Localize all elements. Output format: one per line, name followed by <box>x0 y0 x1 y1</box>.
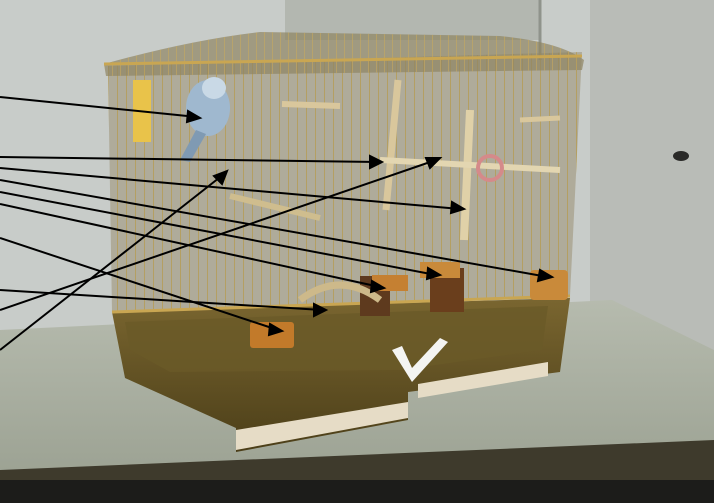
drawer-left <box>236 402 408 450</box>
arrowhead-feeder-upper <box>425 266 443 281</box>
floor-shadow <box>0 480 714 503</box>
budgie-head <box>202 77 226 99</box>
wall-right <box>590 0 714 360</box>
arrowhead-floor-perch <box>313 302 329 318</box>
pointer-line-perch-1 <box>0 156 379 163</box>
white-v-marker <box>392 338 448 382</box>
pointer-lines <box>0 96 555 351</box>
arrowhead-perch-1 <box>369 154 385 170</box>
pointer-line-budgie <box>0 96 198 118</box>
door-handle <box>673 151 689 161</box>
perch-horizontal <box>379 157 561 173</box>
pointer-line-upper-perch <box>0 159 437 311</box>
budgie-tail <box>180 130 206 162</box>
arrowhead-feeder-right <box>536 268 555 283</box>
cage-tray-inner <box>125 306 548 372</box>
pointer-line-feeder-left <box>0 237 279 331</box>
toy-ring <box>476 154 504 182</box>
arrowhead-feeder-mid <box>369 279 387 294</box>
pointer-line-perch-2 <box>0 167 461 210</box>
pointer-line-low-perch <box>0 173 225 351</box>
cage-bottom-rail <box>111 294 571 314</box>
pointer-line-feeder-upper <box>0 191 437 276</box>
pointer-line-floor-perch <box>0 289 323 311</box>
drawer-right <box>418 362 548 398</box>
perch-floor-branch <box>297 281 383 303</box>
perch-upper-left <box>281 101 341 109</box>
arrowhead-budgie <box>185 109 203 124</box>
cage-front-wires-pattern <box>108 52 582 312</box>
perch-low <box>229 193 321 221</box>
perch-diagonal-2 <box>460 109 474 241</box>
pointer-line-feeder-right <box>0 179 549 278</box>
cage-rim <box>103 54 583 66</box>
cage-roof-wires <box>104 32 584 76</box>
arrowhead-low-perch <box>212 169 229 186</box>
perch-right <box>519 115 561 123</box>
arrowhead-upper-perch <box>424 157 443 170</box>
arrowhead-feeder-left <box>267 322 285 337</box>
perch-diagonal-1 <box>382 79 402 211</box>
arrowhead-perch-2 <box>449 200 467 215</box>
